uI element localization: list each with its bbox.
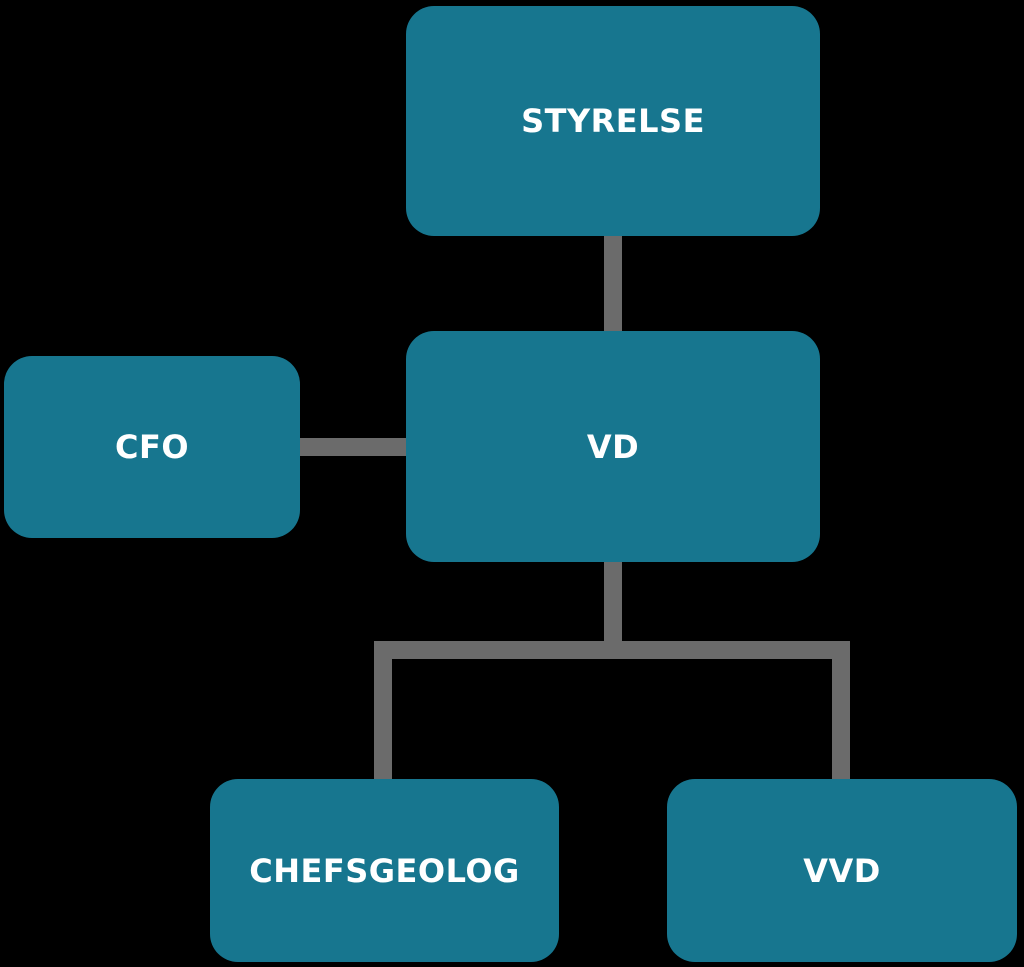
node-styrelse-label: STYRELSE xyxy=(521,102,705,140)
connector-vd-down xyxy=(604,560,622,650)
node-vd-label: VD xyxy=(586,427,640,466)
connector-branch-to-vvd xyxy=(832,641,850,781)
node-vvd: VVD xyxy=(667,779,1017,962)
node-chefsgeolog: CHEFSGEOLOG xyxy=(210,779,559,962)
node-chefsgeolog-label: CHEFSGEOLOG xyxy=(249,851,520,890)
connector-branch-to-chefsgeolog xyxy=(374,641,392,781)
node-cfo: CFO xyxy=(4,356,300,538)
connector-cfo-vd xyxy=(298,438,408,456)
connector-styrelse-vd xyxy=(604,234,622,334)
node-styrelse: STYRELSE xyxy=(406,6,820,236)
node-vvd-label: VVD xyxy=(803,851,881,890)
node-vd: VD xyxy=(406,331,820,562)
node-cfo-label: CFO xyxy=(114,428,190,466)
connector-branch-horizontal xyxy=(374,641,850,659)
